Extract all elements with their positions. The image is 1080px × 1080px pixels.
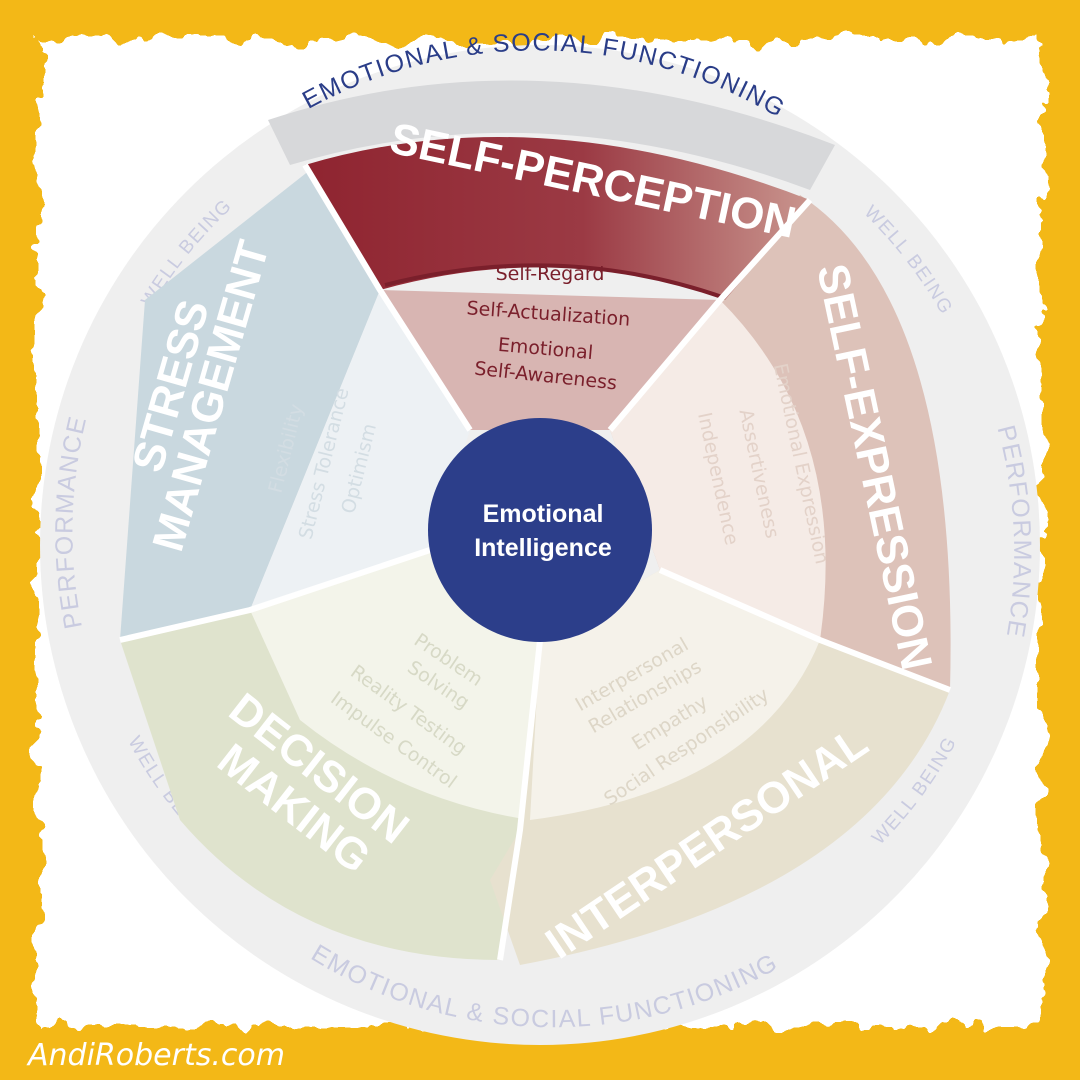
segment-interpersonal: [490, 570, 950, 965]
segment-decision-making: [120, 550, 540, 960]
center-line-1: Emotional: [483, 500, 604, 528]
esf-top-band: [268, 80, 835, 190]
segment-separators: [119, 163, 952, 961]
watermark: AndiRoberts.com: [26, 1038, 285, 1073]
segment-self-expression: [610, 195, 951, 690]
center-circle: [428, 418, 652, 642]
sp-subscale-1: Self-Regard: [496, 263, 605, 285]
segment-stress-management: [120, 170, 470, 640]
segment-self-perception: [305, 137, 810, 430]
center-line-2: Intelligence: [474, 534, 612, 562]
